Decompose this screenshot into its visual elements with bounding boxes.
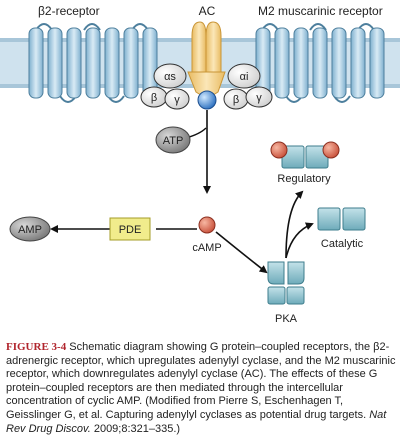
regulatory-label: Regulatory: [277, 173, 331, 185]
pka-to-regulatory-arrow: [285, 190, 304, 259]
beta-i-label: β: [233, 94, 239, 106]
beta2-receptor: [28, 23, 171, 103]
pka-to-catalytic-arrow: [285, 222, 314, 259]
caption-journal: Nat Rev Drug Discov.: [6, 408, 387, 435]
gamma-i-label: γ: [256, 92, 262, 104]
amp-label: AMP: [18, 224, 42, 236]
beta-s-label: β: [151, 92, 157, 104]
pde-label: PDE: [119, 224, 142, 236]
camp-to-pka-arrow: [215, 231, 268, 274]
camp-node: [198, 216, 216, 234]
amp-node: [9, 216, 51, 242]
m2-receptor: [255, 23, 385, 103]
adenylyl-cyclase: [187, 21, 226, 97]
camp-label: cAMP: [192, 242, 221, 254]
ac-label: AC: [199, 4, 216, 18]
pde-box: [109, 217, 151, 241]
pka-label: PKA: [275, 313, 298, 325]
m2-receptor-label: M2 muscarinic receptor: [258, 4, 383, 18]
gamma-s-label: γ: [174, 94, 180, 106]
alpha-i-label: αi: [240, 71, 249, 83]
alpha-s-label: αs: [164, 71, 176, 83]
ac-catalytic-site: [197, 90, 217, 110]
atp-label: ATP: [163, 135, 184, 147]
caption-citation: 2009;8:321–335.): [93, 422, 181, 435]
figure-caption: FIGURE 3-4 Schematic diagram showing G p…: [6, 341, 396, 436]
catalytic-subunits: [317, 207, 366, 231]
gi-protein: [223, 63, 273, 110]
pka-holoenzyme: [267, 261, 305, 305]
figure-number: FIGURE 3-4: [6, 341, 67, 353]
atp-node: [155, 126, 191, 154]
beta2-receptor-label: β2-receptor: [38, 4, 100, 18]
regulatory-subunits: [270, 141, 340, 169]
caption-text: Schematic diagram showing G protein–coup…: [6, 341, 396, 421]
catalytic-label: Catalytic: [321, 238, 364, 250]
signaling-diagram: αs β γ αi β γ β2-receptor AC M2 muscarin…: [0, 4, 400, 325]
gs-protein: [140, 63, 190, 110]
